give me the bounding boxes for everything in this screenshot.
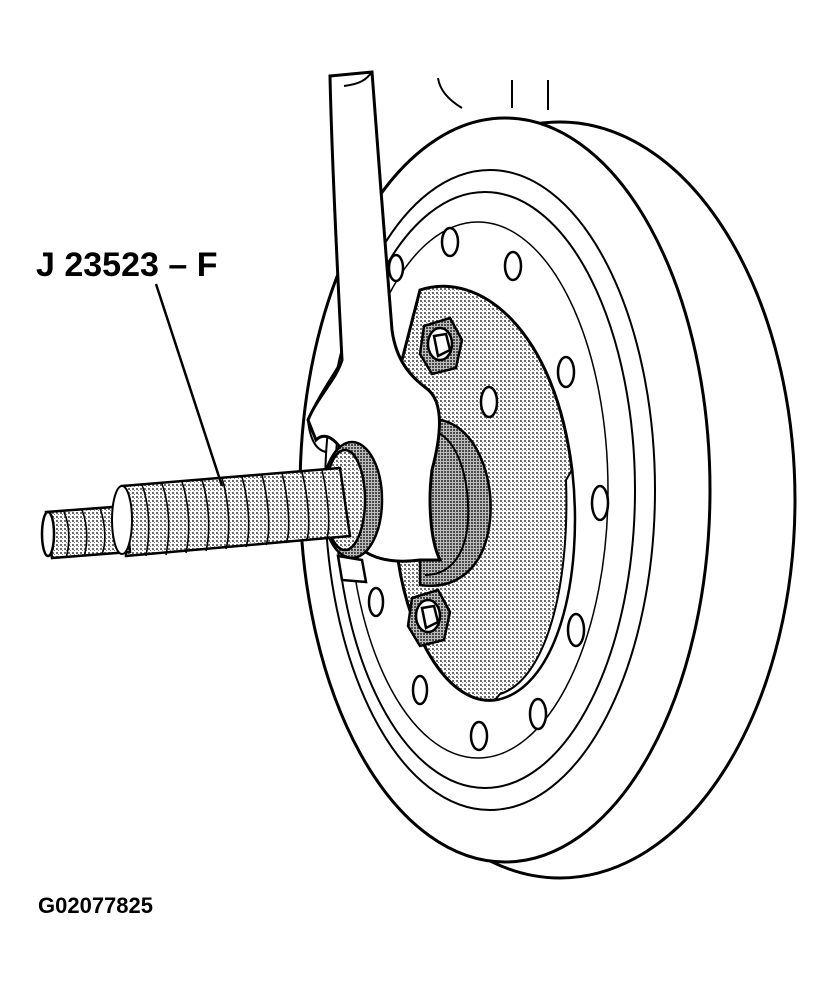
wrench <box>306 70 443 563</box>
tool-callout-label: J 23523 – F <box>36 246 218 284</box>
forcing-screw <box>40 466 352 560</box>
balancer-bolt-holes <box>367 226 610 752</box>
mounting-bolt-upper <box>418 316 464 376</box>
figure-code-label: G02077825 <box>38 893 153 918</box>
callout-leader-line <box>154 283 224 487</box>
puller-plate <box>384 284 577 702</box>
mounting-bolt-lower <box>406 588 452 648</box>
engine-outline <box>437 77 549 110</box>
